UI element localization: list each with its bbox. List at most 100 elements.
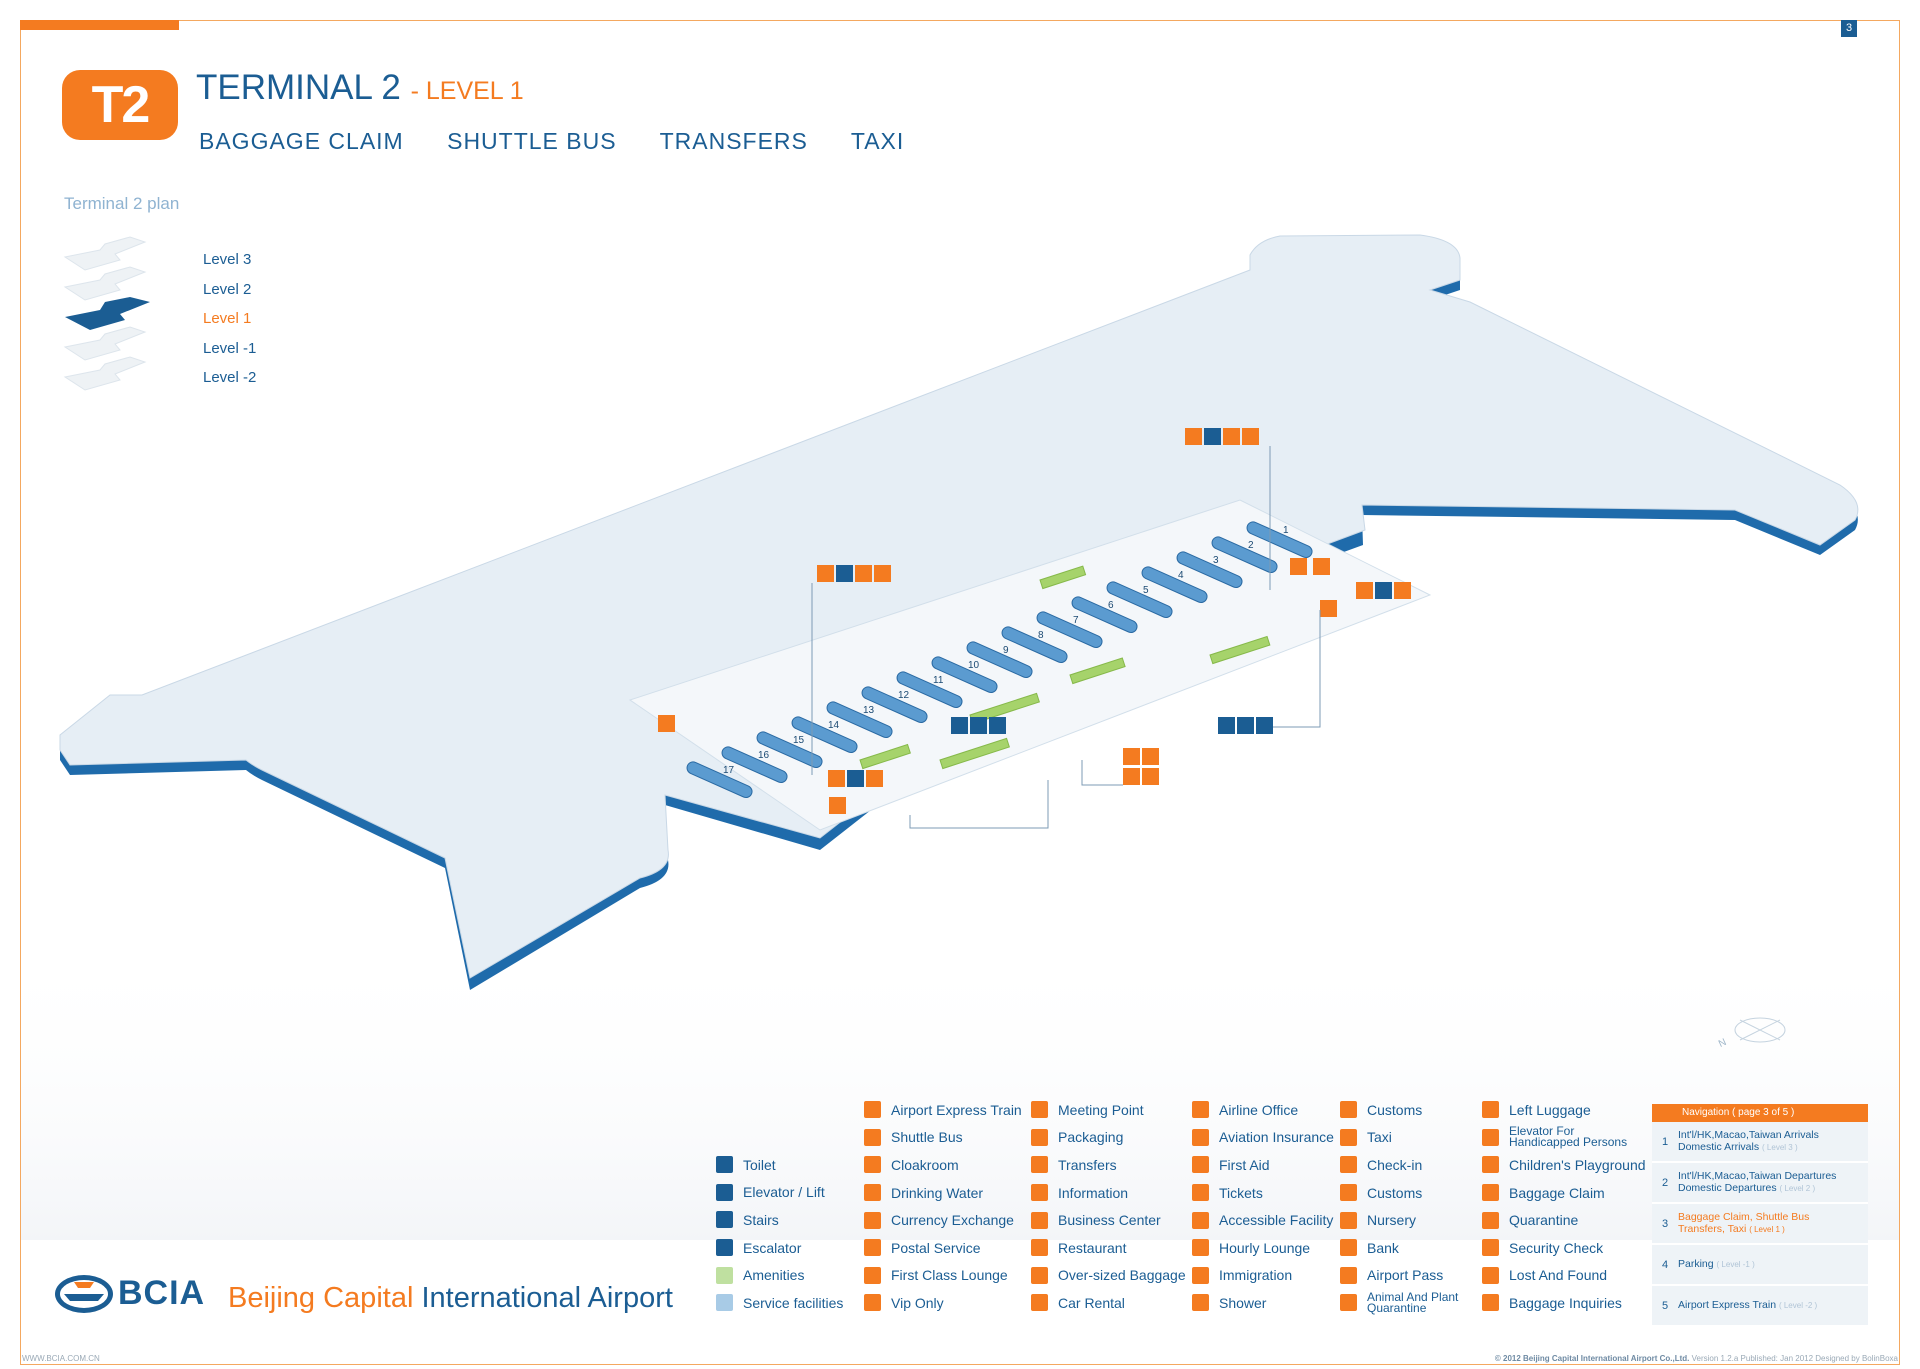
legend-item: Stairs (716, 1206, 843, 1234)
animal-plant-quarantine-icon (1340, 1294, 1357, 1312)
tickets-icon (1192, 1184, 1209, 1202)
level-item[interactable]: Level 3 (203, 251, 252, 268)
legend-column-4: Airline Office Aviation Insurance First … (1192, 1096, 1334, 1317)
website-url[interactable]: WWW.BCIA.COM.CN (22, 1354, 100, 1363)
page-title: TERMINAL 2 - LEVEL 1 (196, 68, 524, 108)
level-list: Level 3 Level 2 Level 1 Level -1 Level -… (203, 245, 256, 393)
vip-icon (864, 1294, 881, 1312)
legend-column-5: Customs Taxi Check-in Customs Nursery Ba… (1340, 1096, 1470, 1317)
childrens-playground-icon (1482, 1156, 1499, 1174)
legend-item: Escalator (716, 1234, 843, 1262)
page-number: 3 (1841, 20, 1857, 37)
bank-icon (1340, 1239, 1357, 1257)
copyright: © 2012 Beijing Capital International Air… (1494, 1354, 1898, 1363)
top-accent-bar (20, 20, 179, 30)
legend-item: Elevator / Lift (716, 1179, 843, 1207)
left-luggage-icon (1482, 1101, 1499, 1119)
carousel-number-4: 4 (1178, 570, 1184, 581)
security-check-icon (1482, 1239, 1499, 1257)
carousel-number-12: 12 (898, 690, 910, 701)
carousel-number-8: 8 (1038, 630, 1044, 641)
level-item-active[interactable]: Level 1 (203, 310, 252, 327)
restaurant-icon (1031, 1239, 1048, 1257)
subnav-item[interactable]: SHUTTLE BUS (447, 128, 617, 154)
navigation-panel: Navigation ( page 3 of 5 ) 1 Int'l/HK,Ma… (1652, 1104, 1868, 1327)
nursery-icon (1340, 1211, 1357, 1229)
legend-column-1: Toilet Elevator / Lift Stairs Escalator … (716, 1151, 843, 1317)
lost-and-found-icon (1482, 1266, 1499, 1284)
legend-item: Amenities (716, 1261, 843, 1289)
leader-lines (811, 446, 1321, 829)
packaging-icon (1031, 1128, 1048, 1146)
first-class-lounge-icon (864, 1266, 881, 1284)
level-item[interactable]: Level -1 (203, 339, 257, 357)
oversized-baggage-icon (1031, 1266, 1048, 1284)
airline-office-icon (1192, 1101, 1209, 1119)
shower-icon (1192, 1294, 1209, 1312)
carousels (686, 521, 1313, 799)
quarantine-icon (1482, 1211, 1499, 1229)
navigation-header: Navigation ( page 3 of 5 ) (1652, 1104, 1868, 1122)
customs-icon (1340, 1101, 1357, 1119)
aviation-insurance-icon (1192, 1128, 1209, 1146)
escalator-icon (716, 1239, 733, 1257)
currency-exchange-icon (864, 1211, 881, 1229)
compass-icon (1734, 1017, 1786, 1043)
meeting-point-icon (1031, 1101, 1048, 1119)
amenity-areas (859, 565, 1271, 770)
bcia-wordmark: BCIA (118, 1274, 206, 1312)
accessible-facility-icon (1192, 1211, 1209, 1229)
level-minimaps (63, 236, 150, 391)
carousel-number-17: 17 (723, 765, 735, 776)
airport-pass-icon (1340, 1266, 1357, 1284)
customs-icon (1340, 1184, 1357, 1202)
amenities-swatch-icon (716, 1266, 733, 1284)
carousel-number-5: 5 (1143, 585, 1149, 596)
information-icon (1031, 1184, 1048, 1202)
airport-express-train-icon (864, 1101, 881, 1119)
legend-column-6: Left Luggage Elevator For Handicapped Pe… (1482, 1096, 1646, 1317)
carousel-number-2: 2 (1248, 540, 1254, 551)
carousel-number-14: 14 (828, 720, 840, 731)
map-icons (658, 428, 1411, 814)
carousel-number-16: 16 (758, 750, 770, 761)
plan-label: Terminal 2 plan (64, 194, 180, 213)
terminal-badge: T2 (62, 70, 178, 140)
page-frame (20, 20, 1900, 1365)
airport-name: Beijing Capital International Airport (228, 1282, 673, 1314)
carousel-number-3: 3 (1213, 555, 1219, 566)
transfers-icon (1031, 1156, 1048, 1174)
subnav-item[interactable]: TRANSFERS (659, 128, 808, 154)
stairs-icon (716, 1211, 733, 1229)
elevator-handicapped-icon (1482, 1128, 1499, 1146)
postal-service-icon (864, 1239, 881, 1257)
taxi-icon (1340, 1128, 1357, 1146)
shuttle-bus-icon (864, 1128, 881, 1146)
level-item[interactable]: Level 2 (203, 280, 252, 298)
carousel-number-11: 11 (933, 675, 944, 686)
carousel-number-7: 7 (1073, 615, 1079, 626)
level-item[interactable]: Level -2 (203, 369, 257, 386)
drinking-water-icon (864, 1184, 881, 1202)
nav-item[interactable]: 4 Parking ( Level -1 ) (1652, 1245, 1868, 1286)
immigration-icon (1192, 1266, 1209, 1284)
subnav-item[interactable]: TAXI (850, 128, 905, 154)
nav-item[interactable]: 5 Airport Express Train ( Level -2 ) (1652, 1286, 1868, 1327)
baggage-claim-icon (1482, 1184, 1499, 1202)
first-aid-icon (1192, 1156, 1209, 1174)
subnav: BAGGAGE CLAIM SHUTTLE BUS TRANSFERS TAXI (199, 128, 940, 155)
carousel-number-13: 13 (863, 705, 875, 716)
elevator-icon (716, 1183, 733, 1201)
level-suffix: - LEVEL 1 (410, 77, 524, 105)
legend-column-2: Airport Express Train Shuttle Bus Cloakr… (864, 1096, 1022, 1317)
carousel-number-10: 10 (968, 660, 980, 671)
subnav-item[interactable]: BAGGAGE CLAIM (199, 128, 404, 154)
active-level-minimap (65, 297, 150, 330)
business-center-icon (1031, 1211, 1048, 1229)
bcia-logo-icon (55, 1275, 113, 1313)
carousel-number-6: 6 (1108, 600, 1114, 611)
